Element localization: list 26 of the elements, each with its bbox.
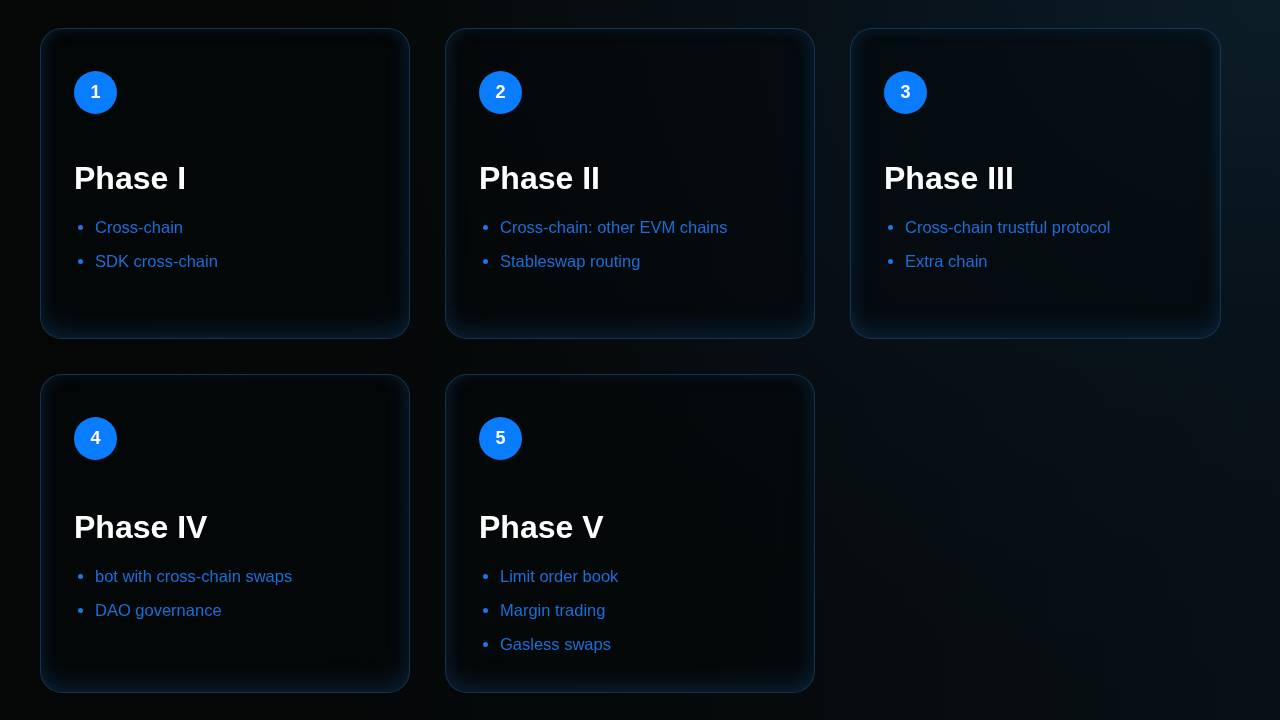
list-item-text: Cross-chain bbox=[95, 217, 185, 238]
step-number-badge: 1 bbox=[74, 71, 117, 114]
phase-card bbox=[40, 374, 410, 693]
phase-heading: Phase III bbox=[884, 159, 1014, 197]
phase-card bbox=[850, 28, 1221, 339]
phase-heading: Phase V bbox=[479, 508, 604, 546]
list-item-text: Stableswap routing bbox=[500, 251, 642, 272]
step-number-badge: 5 bbox=[479, 417, 522, 460]
phase-card bbox=[445, 28, 815, 339]
list-item-text: Cross-chain: other EVM chains bbox=[500, 217, 729, 238]
phase-card bbox=[40, 28, 410, 339]
phase-heading: Phase II bbox=[479, 159, 600, 197]
list-item-text: Margin trading bbox=[500, 600, 607, 621]
list-item-text: Gasless swaps bbox=[500, 634, 612, 655]
phase-heading: Phase IV bbox=[74, 508, 208, 546]
list-item-text: Cross-chain trustful protocol bbox=[905, 217, 1112, 238]
phase-card bbox=[445, 374, 815, 693]
phase-heading: Phase I bbox=[74, 159, 187, 197]
list-item-text: SDK cross-chain bbox=[95, 251, 219, 272]
step-number-badge: 3 bbox=[884, 71, 927, 114]
step-number-badge: 2 bbox=[479, 71, 522, 114]
list-item-text: Limit order book bbox=[500, 566, 620, 587]
step-number-badge: 4 bbox=[74, 417, 117, 460]
list-item-text: Extra chain bbox=[905, 251, 989, 272]
list-item-text: bot with cross-chain swaps bbox=[95, 566, 294, 587]
list-item-text: DAO governance bbox=[95, 600, 223, 621]
